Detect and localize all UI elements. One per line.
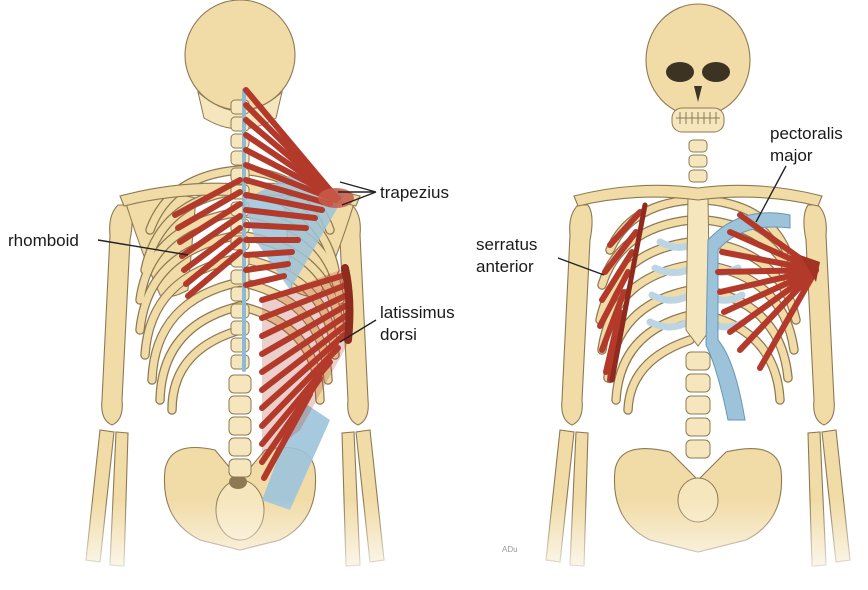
left-humerus bbox=[102, 205, 132, 425]
posterior-skeleton bbox=[86, 0, 384, 566]
anterior-right-humerus bbox=[804, 205, 834, 425]
artist-signature: ADu bbox=[502, 545, 518, 554]
pectoralis-label-line1: pectoralis bbox=[770, 124, 843, 143]
rhomboid-label: rhomboid bbox=[8, 231, 79, 250]
skull-back bbox=[185, 0, 295, 110]
anterior-lumbar-spine bbox=[686, 352, 710, 458]
anterior-left-humerus bbox=[562, 205, 592, 425]
bottom-fade bbox=[0, 500, 868, 590]
left-eye-socket bbox=[666, 62, 694, 82]
anterior-skeleton bbox=[546, 4, 850, 566]
serratus-label-line2: anterior bbox=[476, 257, 534, 276]
right-eye-socket bbox=[702, 62, 730, 82]
serratus-label-line1: serratus bbox=[476, 235, 537, 254]
posterior-spine bbox=[229, 100, 251, 477]
trapezius-label: trapezius bbox=[380, 183, 449, 202]
pectoralis-major-muscle bbox=[718, 215, 820, 368]
pectoralis-label-line2: major bbox=[770, 146, 813, 165]
cervical-spine-front bbox=[689, 140, 707, 182]
serratus-anterior-muscle bbox=[600, 205, 645, 380]
latissimus-label-line2: dorsi bbox=[380, 325, 417, 344]
latissimus-label-line1: latissimus bbox=[380, 303, 455, 322]
